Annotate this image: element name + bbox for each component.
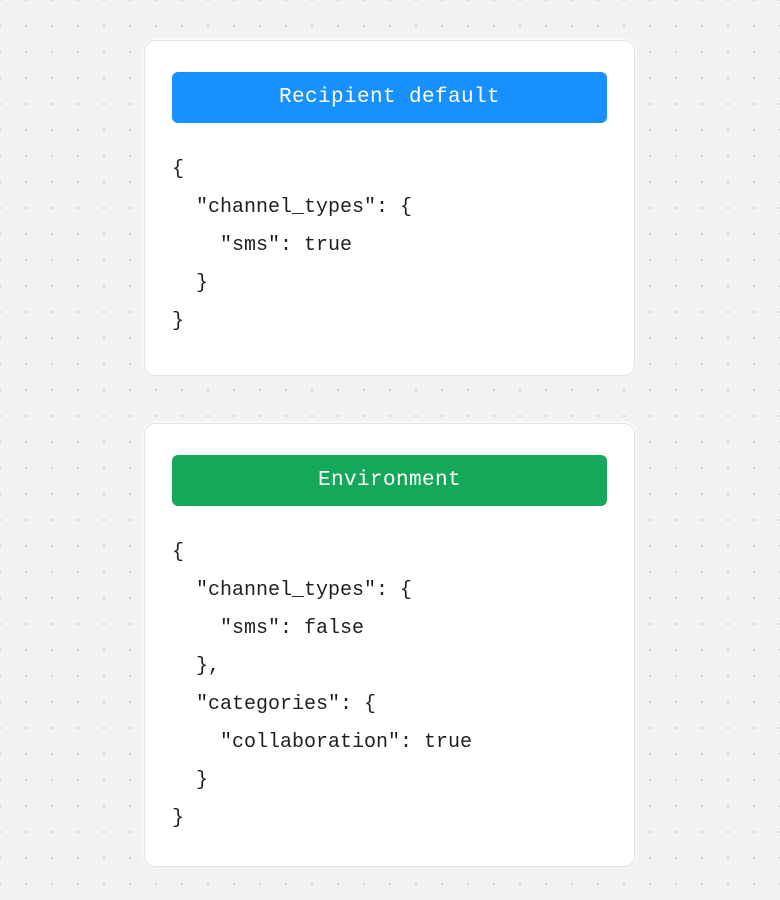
- environment-card: Environment { "channel_types": { "sms": …: [144, 423, 635, 867]
- environment-header-label: Environment: [317, 469, 462, 492]
- recipient-default-header-badge: Recipient default: [172, 72, 607, 123]
- environment-json-body: { "channel_types": { "sms": false }, "ca…: [172, 541, 473, 830]
- recipient-default-json-body: { "channel_types": { "sms": true } }: [172, 158, 413, 333]
- environment-header-badge: Environment: [172, 455, 607, 506]
- recipient-default-header-label: Recipient default: [278, 86, 501, 109]
- recipient-default-card: Recipient default { "channel_types": { "…: [144, 40, 635, 376]
